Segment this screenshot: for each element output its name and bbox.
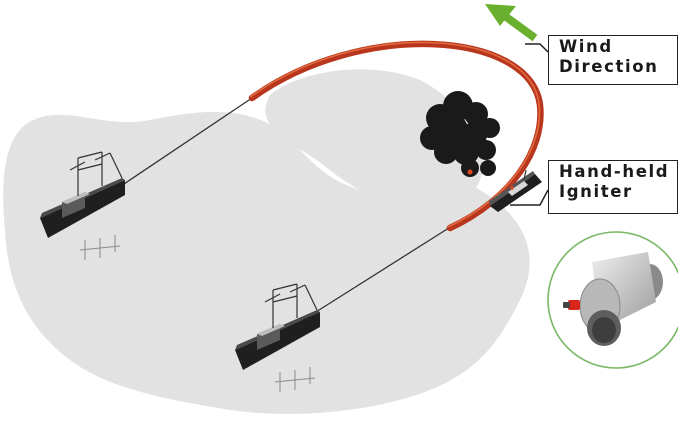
ignition-flame xyxy=(468,170,473,175)
wind-direction-label-line2: Direction xyxy=(559,57,677,77)
hand-held-igniter-label-line1: Hand-held xyxy=(559,162,677,182)
hand-held-igniter-label: Hand-held Igniter xyxy=(548,160,678,214)
wind-direction-label-line1: Wind xyxy=(559,37,677,57)
hand-held-igniter-label-line2: Igniter xyxy=(559,182,677,202)
wind-direction-label: Wind Direction xyxy=(548,35,678,85)
wind-direction-arrow-icon xyxy=(485,4,535,38)
igniter-detail-callout xyxy=(548,232,678,368)
